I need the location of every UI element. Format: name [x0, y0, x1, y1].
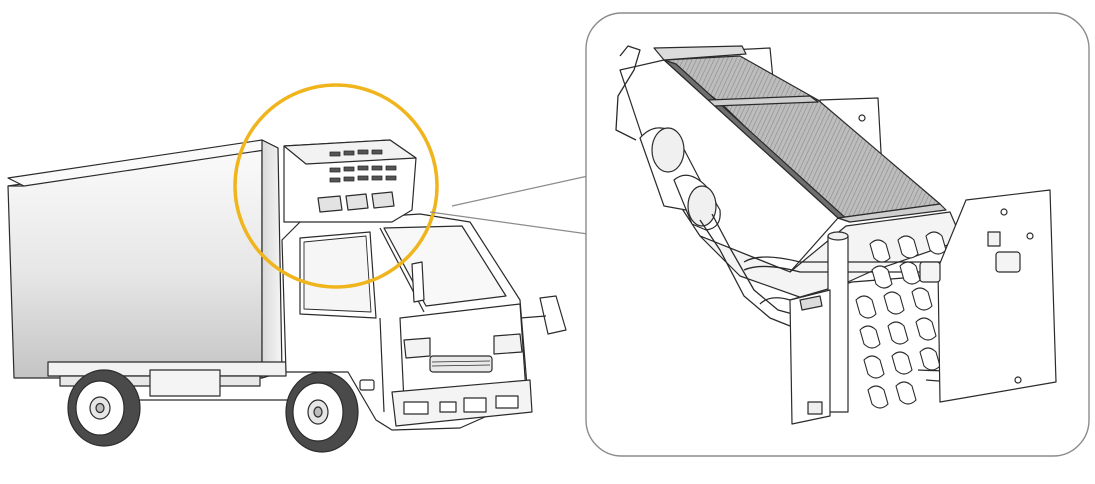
callout-connector-icon	[429, 175, 589, 235]
truck	[7, 139, 567, 453]
circle-highlight-icon	[233, 83, 439, 289]
expansion-valve	[919, 251, 1021, 283]
reefer-unit	[283, 139, 417, 223]
rear-wheel	[67, 369, 141, 447]
return-bends	[855, 231, 947, 409]
front-wheel	[285, 371, 359, 453]
evaporator-coil-detail	[615, 45, 1057, 425]
cargo-box	[7, 139, 283, 379]
filter-drier	[639, 127, 721, 231]
chassis	[47, 361, 290, 401]
header-tube	[827, 231, 849, 413]
